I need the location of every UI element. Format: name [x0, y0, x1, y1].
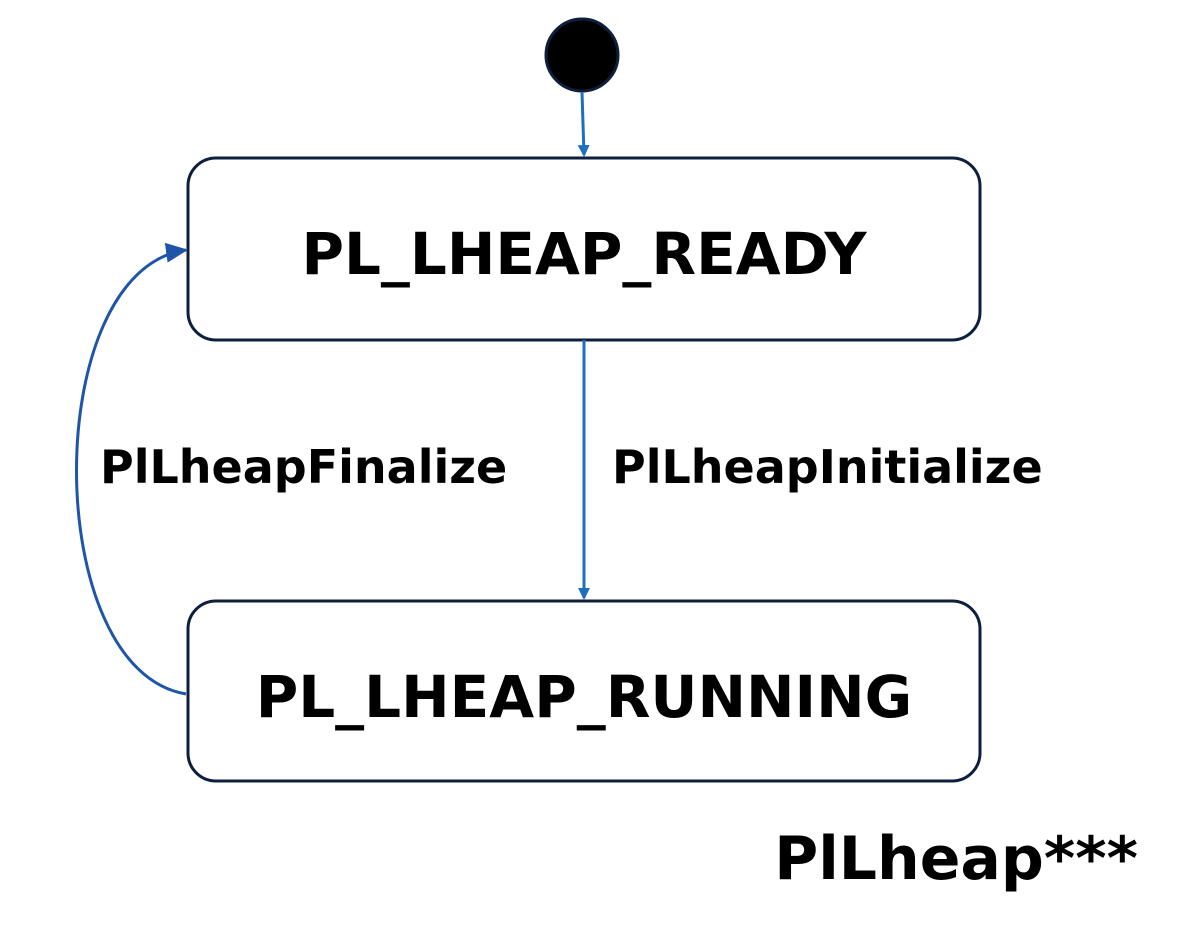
- diagram-caption: PlLheap***: [774, 824, 1138, 894]
- state-running-box: [186, 599, 982, 783]
- state-running-label: PL_LHEAP_RUNNING: [256, 663, 913, 731]
- state-ready: PL_LHEAP_READY: [186, 156, 982, 342]
- state-running: PL_LHEAP_RUNNING: [186, 599, 982, 783]
- initialize-transition-label: PlLheapInitialize: [612, 440, 1043, 494]
- state-ready-label: PL_LHEAP_READY: [301, 220, 867, 288]
- initial-transition-arrow: [577, 91, 590, 157]
- finalize-transition-label: PlLheapFinalize: [100, 440, 507, 494]
- initial-node: [544, 17, 620, 93]
- finalize-transition-arrow: [75, 242, 188, 696]
